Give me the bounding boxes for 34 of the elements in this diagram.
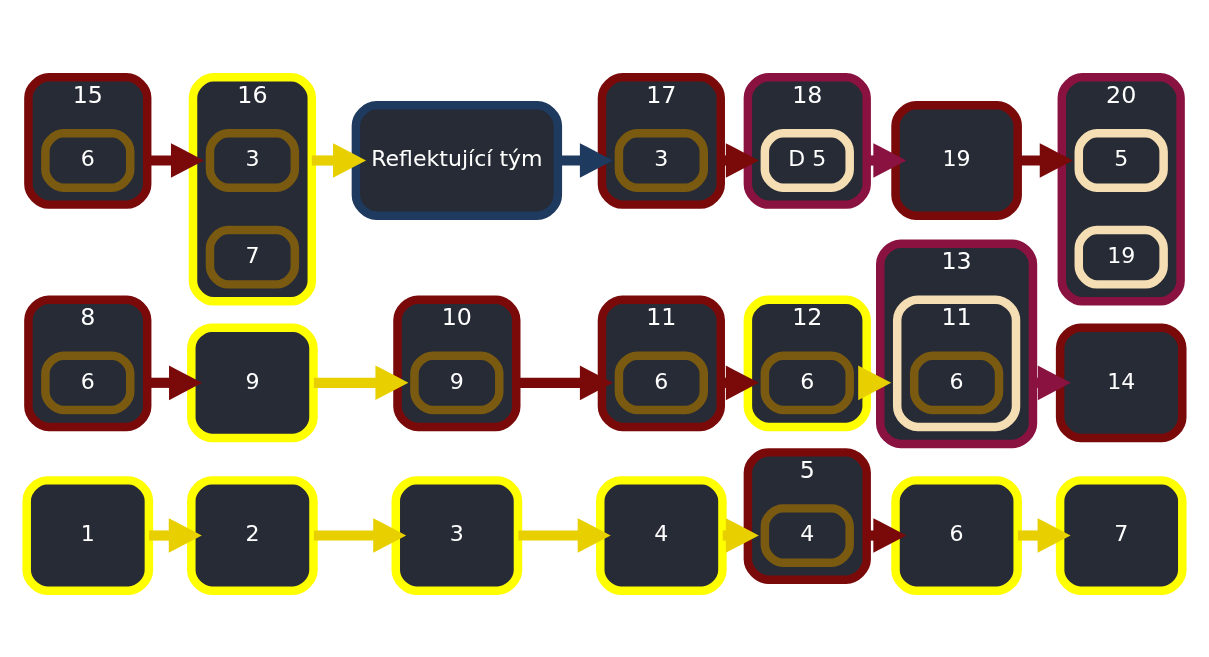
node-box: 6 xyxy=(760,351,854,415)
arrow xyxy=(725,365,759,401)
node-box: 3 xyxy=(614,129,708,192)
arrow xyxy=(1037,365,1071,401)
node-box: 2 xyxy=(187,476,318,595)
node-box: 7 xyxy=(1055,476,1187,595)
node-box: 6 xyxy=(41,351,135,415)
node-box: 3 xyxy=(205,129,300,192)
node-box: 5 xyxy=(1074,129,1168,192)
node-box: 6 xyxy=(41,129,135,192)
arrow xyxy=(313,365,409,401)
node-box: 3 xyxy=(391,476,523,595)
arrow xyxy=(311,143,367,178)
node-box: 9 xyxy=(410,351,504,415)
node-box: 6 xyxy=(909,351,1004,415)
node-box: 6 xyxy=(891,476,1022,595)
node-box: 19 xyxy=(891,101,1022,220)
node-box: Reflektující tým xyxy=(351,101,563,220)
node-box: 4 xyxy=(760,504,854,567)
node-box: 4 xyxy=(596,476,727,595)
node-box: 19 xyxy=(1074,225,1168,289)
arrow xyxy=(858,365,892,401)
arrow xyxy=(1017,518,1071,553)
arrow xyxy=(313,518,407,553)
node-box: 6 xyxy=(614,351,708,415)
node-box: 7 xyxy=(205,225,300,289)
node-box: 14 xyxy=(1055,323,1187,443)
arrow xyxy=(725,143,759,178)
arrow xyxy=(149,518,202,553)
node-box: 1 xyxy=(22,476,154,595)
node-box: D 5 xyxy=(760,129,854,192)
arrow xyxy=(518,518,611,553)
arrow xyxy=(722,518,759,553)
node-box: 9 xyxy=(187,323,318,443)
